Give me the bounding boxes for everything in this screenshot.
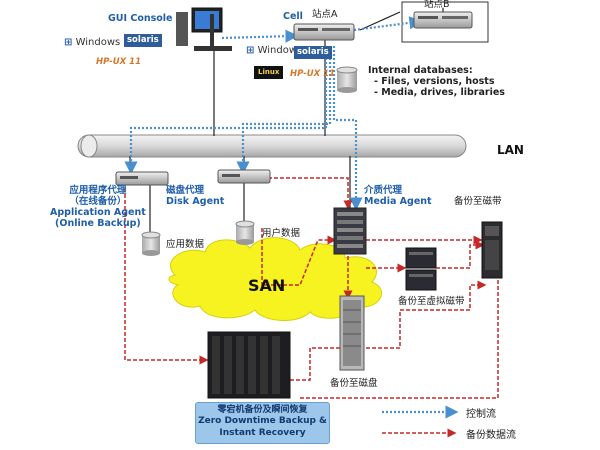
solaris-logo-cell: solaris [294,46,332,59]
control-flows [124,16,423,211]
app-agent-server [115,171,169,186]
windows-logo-cell: ⊞ Windows [246,45,303,56]
backup-flows [124,177,499,399]
windows-logo: ⊞ Windows [64,37,121,48]
internal-db-item-1: - Files, versions, hosts [374,76,495,87]
gui-console-computer [176,7,232,51]
app-data-cylinder [141,231,161,256]
cell-server [293,23,355,41]
internal-db-item-2: - Media, drives, libraries [374,87,505,98]
virtual-tape-library [405,247,437,291]
media-agent-label: 介质代理 Media Agent [364,185,432,208]
zero-en2: Instant Recovery [219,427,306,438]
user-data-label: 用户数据 [262,228,301,239]
internal-db-title: Internal databases: [368,65,473,76]
app-agent-en2: (Online Backup) [55,217,141,229]
cell-label: Cell [283,11,303,22]
site-b-label: 站点B [424,0,450,10]
hpux-logo: HP-UX 11 [96,57,141,67]
legend-backup-label: 备份数据流 [466,430,516,441]
media-agent-en: Media Agent [364,195,432,207]
legend-control-label: 控制流 [466,409,496,420]
linux-logo: Linux [254,66,284,79]
media-agent-rack [333,207,367,255]
backup-tape-label: 备份至磁带 [454,196,502,207]
zero-downtime-storage [207,331,291,399]
backup-vtape-label: 备份至虚拟磁带 [398,296,465,307]
disk-agent-cn: 磁盘代理 [166,185,205,196]
disk-agent-server [217,169,271,184]
lan-bus [77,134,467,158]
lan-label: LAN [497,143,524,157]
site-b-server [413,11,473,29]
user-data-cylinder [235,220,255,245]
app-agent-label: 应用程序代理 （在线备份） Application Agent (Online … [50,185,146,230]
disk-agent-label: 磁盘代理 Disk Agent [166,185,225,208]
zero-en1: Zero Downtime Backup & [198,416,327,427]
disk-agent-en: Disk Agent [166,195,225,207]
internal-db-cylinder [336,66,358,93]
san-cloud [168,237,383,321]
app-agent-cn2: （在线备份） [69,195,127,207]
disk-array [339,295,365,371]
solaris-logo: solaris [124,34,162,47]
app-agent-cn1: 应用程序代理 [69,185,127,196]
gui-console-label: GUI Console [108,13,173,24]
backup-disk-label: 备份至磁盘 [330,378,378,389]
zero-cn: 零宕机备份及瞬间恢复 [217,405,308,415]
app-agent-en1: Application Agent [50,206,146,218]
media-agent-cn: 介质代理 [364,185,403,196]
zero-downtime-box: 零宕机备份及瞬间恢复 Zero Downtime Backup & Instan… [195,402,330,444]
site-a-label: 站点A [312,9,338,20]
app-data-label: 应用数据 [166,239,205,250]
tape-library [481,221,503,279]
hpux-logo-cell: HP-UX 11 [290,69,335,79]
san-label: SAN [248,276,286,295]
